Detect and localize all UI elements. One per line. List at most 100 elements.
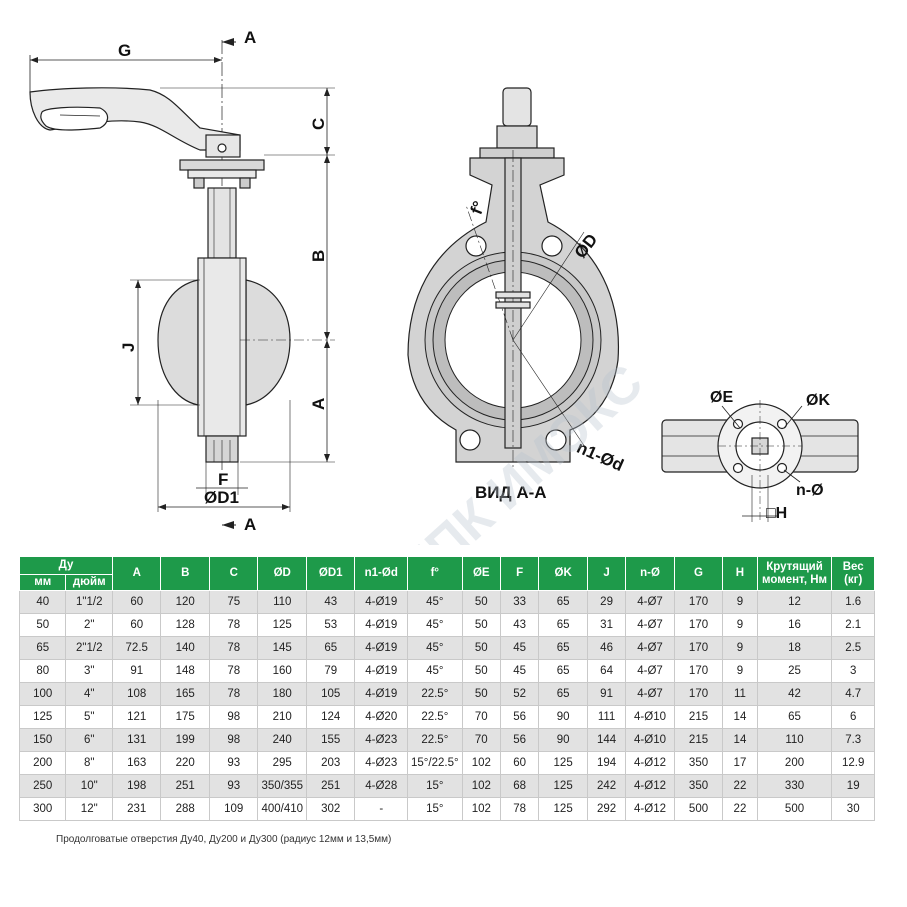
table-cell: 22 [722,797,758,821]
table-cell: 68 [499,774,540,798]
table-cell: 98 [208,728,259,752]
section-view [407,87,620,470]
table-cell: 125 [18,705,67,729]
flange-k-label: ØK [806,392,830,409]
table-cell: 46 [586,636,627,660]
table-cell: 109 [208,797,259,821]
dim-d1-label: ØD1 [204,488,239,507]
table-cell: 4" [65,682,113,706]
table-cell: 15° [407,797,463,821]
table-cell: 330 [756,774,833,798]
table-cell: 288 [160,797,210,821]
table-cell: 65 [538,613,588,637]
table-cell: 3" [65,659,113,683]
table-cell: 25 [756,659,833,683]
table-cell: 64 [586,659,627,683]
table-cell: 6 [831,705,875,729]
table-cell: 120 [160,590,210,614]
table-cell: 90 [538,705,588,729]
table-cell: 240 [257,728,307,752]
dim-f-label: F [218,470,228,489]
table-cell: 131 [111,728,162,752]
table-cell: 111 [586,705,627,729]
table-cell: 4-Ø28 [354,774,409,798]
table-cell: 165 [160,682,210,706]
table-cell: 7.3 [831,728,875,752]
flange-view [661,400,859,522]
table-cell: 4-Ø7 [625,659,675,683]
table-cell: 53 [305,613,356,637]
header-f: F [499,556,540,591]
header-inch: дюйм [65,574,113,591]
table-cell: 78 [208,613,259,637]
table-cell: 5" [65,705,113,729]
table-cell: 2" [65,613,113,637]
table-cell: 4.7 [831,682,875,706]
table-cell: 70 [461,728,501,752]
table-cell: 2"1/2 [65,636,113,660]
table-cell: 4-Ø12 [625,774,675,798]
flange-n-label: n-Ø [796,482,824,499]
table-cell: 110 [257,590,307,614]
table-cell: 170 [673,590,724,614]
header-e: ØE [461,556,501,591]
table-cell: 400/410 [257,797,307,821]
table-cell: 292 [586,797,627,821]
table-cell: 65 [756,705,833,729]
table-cell: 4-Ø7 [625,613,675,637]
table-cell: 170 [673,659,724,683]
table-cell: 231 [111,797,162,821]
header-d1: ØD1 [305,556,356,591]
table-cell: 31 [586,613,627,637]
table-cell: 102 [461,797,501,821]
table-cell: 199 [160,728,210,752]
table-cell: 8" [65,751,113,775]
table-cell: 4-Ø19 [354,659,409,683]
table-cell: 33 [499,590,540,614]
table-cell: 22.5° [407,705,463,729]
dim-a-bottom-label: A [244,515,256,534]
table-cell: 4-Ø19 [354,590,409,614]
table-cell: 70 [461,705,501,729]
table-cell: 125 [538,751,588,775]
table-cell: 15°/22.5° [407,751,463,775]
table-cell: 72.5 [111,636,162,660]
table-cell: 203 [305,751,356,775]
table-cell: 220 [160,751,210,775]
table-cell: 350 [673,751,724,775]
table-cell: 9 [722,636,758,660]
header-n1d: n1-Ød [354,556,409,591]
flange-e-label: ØE [710,389,733,406]
table-cell: 78 [208,682,259,706]
table-cell: 14 [722,705,758,729]
table-cell: 210 [257,705,307,729]
table-cell: 170 [673,636,724,660]
table-cell: 150 [18,728,67,752]
table-cell: 43 [305,590,356,614]
table-cell: 4-Ø19 [354,613,409,637]
table-cell: 29 [586,590,627,614]
table-cell: 251 [305,774,356,798]
table-cell: 2.5 [831,636,875,660]
dim-a-side-label: A [309,398,328,410]
table-cell: 140 [160,636,210,660]
table-cell: 100 [18,682,67,706]
table-cell: 78 [208,636,259,660]
table-cell: 4-Ø12 [625,751,675,775]
table-cell: 9 [722,659,758,683]
table-cell: 242 [586,774,627,798]
header-f-angle: f° [407,556,463,591]
table-cell: 170 [673,682,724,706]
table-cell: 4-Ø7 [625,682,675,706]
section-f-label: f° [467,198,489,217]
dim-c-label: C [309,118,328,130]
table-cell: 215 [673,705,724,729]
header-a: A [111,556,162,591]
table-cell: 155 [305,728,356,752]
flange-h-label: □H [766,505,787,522]
